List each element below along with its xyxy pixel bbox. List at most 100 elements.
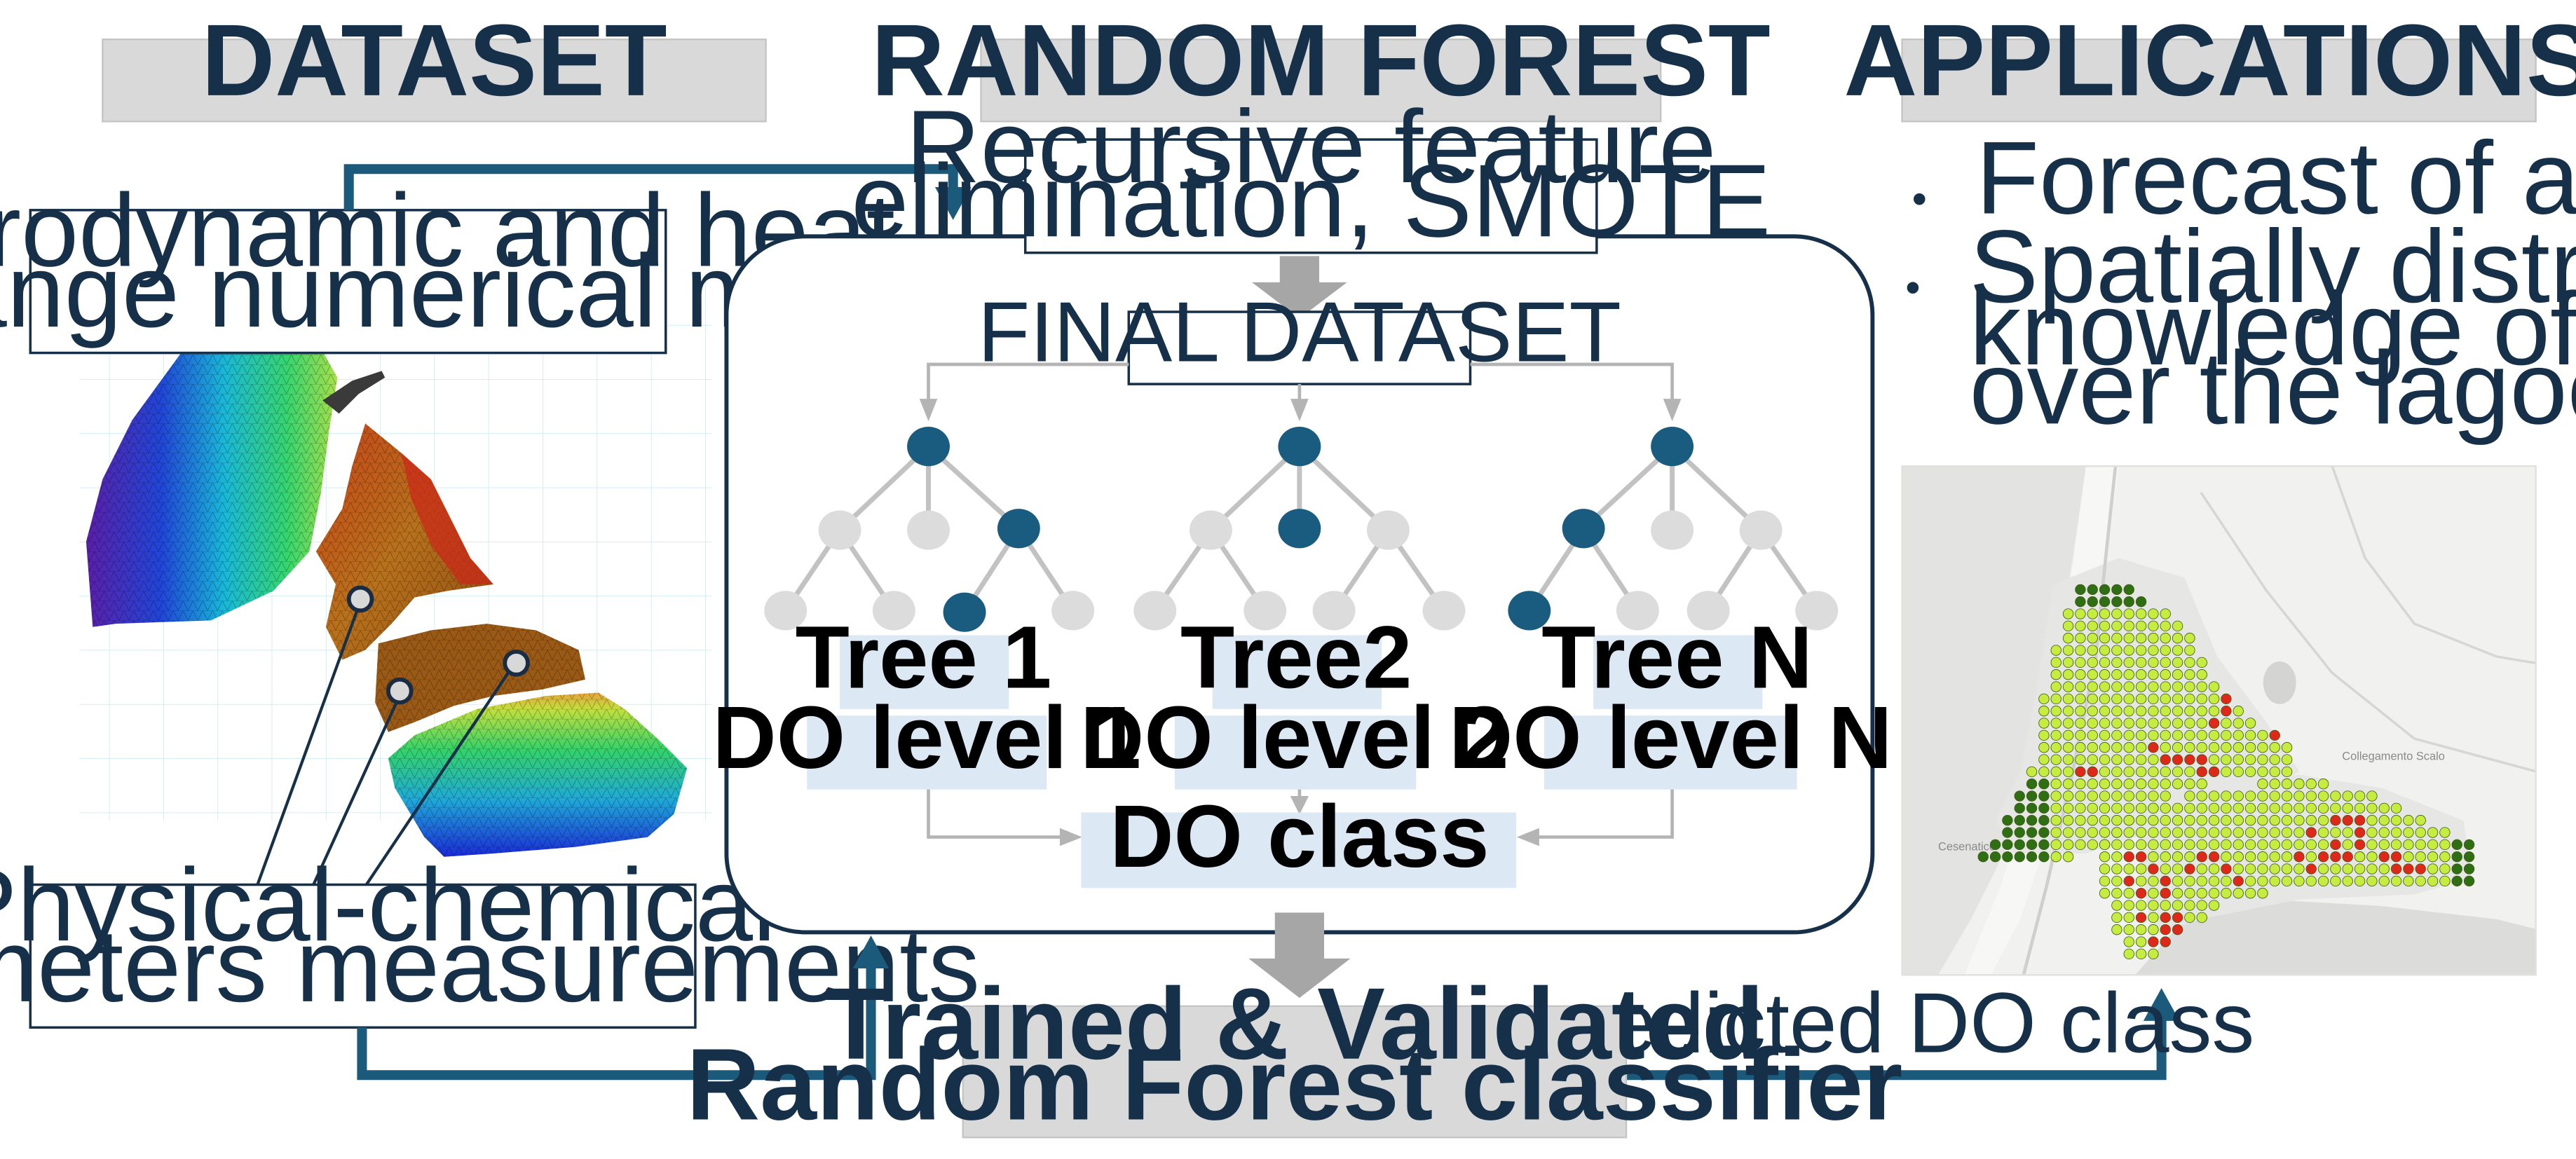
tree-node-active: [907, 427, 950, 467]
dot-good: [2099, 888, 2111, 899]
dot-high-do: [2123, 584, 2134, 596]
dot-good: [2330, 827, 2341, 838]
dot-good: [2062, 729, 2074, 741]
dot-good: [2294, 779, 2305, 790]
dot-good: [2075, 718, 2086, 729]
dot-good: [2330, 802, 2341, 814]
lagoon-mesh-image: [79, 279, 712, 888]
dot-good: [2172, 875, 2183, 887]
dot-low-do: [2342, 815, 2353, 826]
dot-high-do: [2135, 596, 2147, 608]
dot-good: [2087, 742, 2098, 753]
dot-good: [2233, 888, 2244, 899]
dot-high-do: [2451, 839, 2462, 851]
dot-good: [2148, 900, 2159, 911]
dot-good: [2427, 827, 2439, 838]
dot-good: [2269, 875, 2280, 887]
dot-good: [2196, 863, 2207, 875]
dot-good: [2160, 779, 2171, 790]
dot-good: [2415, 875, 2426, 887]
dot-good: [2366, 790, 2378, 802]
dot-good: [2135, 608, 2147, 619]
dot-good: [2038, 729, 2050, 741]
dot-high-do: [2002, 839, 2013, 851]
dot-good: [2111, 875, 2122, 887]
dot-good: [2196, 729, 2207, 741]
dot-good: [2294, 790, 2305, 802]
dot-good: [2050, 693, 2062, 705]
applications-header: APPLICATIONS: [1844, 4, 2576, 123]
tree-n-column: Tree N DO level N: [1449, 608, 1893, 790]
dot-good: [2403, 827, 2414, 838]
dot-good: [2087, 633, 2098, 644]
dot-good: [2233, 815, 2244, 826]
dot-good: [2342, 827, 2353, 838]
dot-good: [2184, 681, 2195, 692]
dot-good: [2123, 888, 2134, 899]
dot-good: [2087, 827, 2098, 838]
dot-low-do: [2148, 742, 2159, 753]
tree-node: [872, 591, 915, 631]
bullet-1-text: Forecast of anoxic events: [1976, 121, 2576, 236]
random-forest-header-text: RANDOM FOREST: [871, 4, 1771, 117]
dot-good: [2160, 645, 2171, 656]
dot-good: [2233, 718, 2244, 729]
do-class-box: DO class: [1081, 787, 1517, 889]
dot-good: [2135, 948, 2147, 960]
dot-good: [2439, 839, 2451, 851]
dot-good: [2196, 827, 2207, 838]
dot-good: [2148, 766, 2159, 778]
dot-good: [2050, 827, 2062, 838]
dot-high-do: [2026, 802, 2038, 814]
tree-node-active: [1278, 427, 1321, 467]
dot-good: [2075, 742, 2086, 753]
dot-good: [2099, 718, 2111, 729]
dot-good: [2099, 875, 2111, 887]
dot-good: [2111, 766, 2122, 778]
tree-node: [1133, 591, 1177, 631]
dot-good: [2087, 693, 2098, 705]
dot-good: [2244, 875, 2256, 887]
dot-good: [2415, 839, 2426, 851]
dot-good: [2160, 657, 2171, 668]
dot-good: [2184, 693, 2195, 705]
dot-good: [2184, 827, 2195, 838]
dot-good: [2427, 875, 2439, 887]
dot-high-do: [2002, 851, 2013, 863]
dot-low-do: [2087, 766, 2098, 778]
dot-good: [2196, 669, 2207, 680]
dot-low-do: [2390, 851, 2402, 863]
dot-good: [2062, 620, 2074, 632]
dot-good: [2184, 815, 2195, 826]
dot-good: [2135, 839, 2147, 851]
dot-low-do: [2172, 754, 2183, 765]
dot-good: [2439, 863, 2451, 875]
dot-good: [2257, 754, 2268, 765]
dot-good: [2281, 779, 2293, 790]
dot-good: [2172, 766, 2183, 778]
dot-good: [2257, 827, 2268, 838]
dot-good: [2196, 693, 2207, 705]
dot-good: [2342, 875, 2353, 887]
dot-good: [2111, 900, 2122, 911]
dot-good: [2038, 706, 2050, 717]
dot-good: [2257, 851, 2268, 863]
dot-good: [2111, 729, 2122, 741]
dot-good: [2184, 802, 2195, 814]
tree-node: [1051, 591, 1095, 631]
dot-good: [2221, 827, 2232, 838]
dot-good: [2075, 706, 2086, 717]
do-class-map: Cesenatico Collegamento Scalo: [1901, 465, 2537, 976]
tree-1-column: Tree 1 DO level 1: [712, 608, 1141, 790]
dot-good: [2342, 839, 2353, 851]
dot-high-do: [2087, 596, 2098, 608]
dot-good: [2221, 742, 2232, 753]
dot-good: [2317, 790, 2329, 802]
dot-high-do: [1977, 851, 1989, 863]
dot-good: [2378, 863, 2390, 875]
dot-good: [2075, 827, 2086, 838]
dot-good: [2378, 827, 2390, 838]
map-place-label: Cesenatico: [1938, 840, 1996, 853]
dot-good: [2062, 790, 2074, 802]
